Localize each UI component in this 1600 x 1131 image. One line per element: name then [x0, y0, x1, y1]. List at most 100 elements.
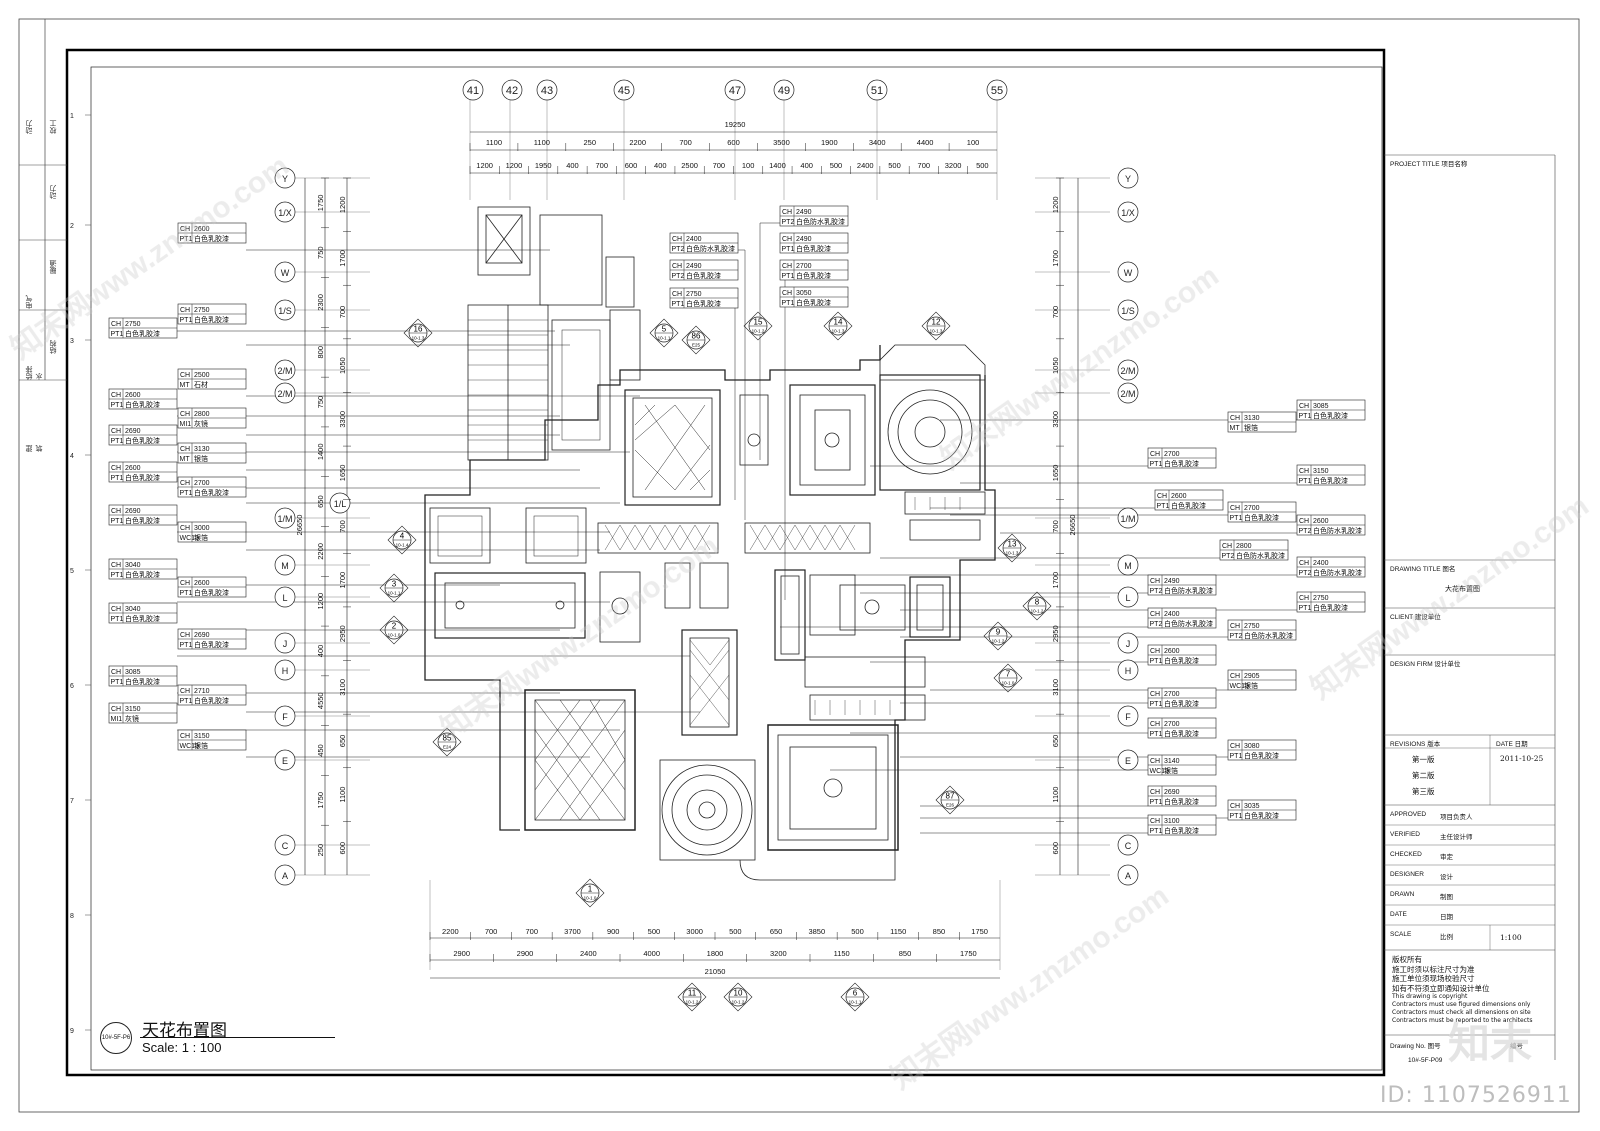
top-dim-2: 3200	[945, 161, 962, 170]
tag-ch-value: 3150	[194, 733, 210, 740]
svg-text:3: 3	[70, 338, 74, 345]
marker-ref: 10-1.0	[388, 633, 401, 638]
tag-material-desc: 白色防水乳胶漆	[1244, 631, 1293, 640]
top-dim-2: 500	[976, 161, 989, 170]
tag-ch-label: CH	[111, 562, 121, 569]
tag-material-desc: 银箔	[194, 454, 208, 463]
role-approved-cn: 项目负责人	[1440, 814, 1473, 821]
tag-ch-value: 2600	[125, 465, 141, 472]
marker-number: 6	[853, 989, 858, 998]
left-dim-2: 600	[338, 842, 347, 855]
drawing-no-label-2: 编号	[1510, 1043, 1523, 1050]
tag-material-code: MT	[180, 456, 191, 463]
project-title-label: PROJECT TITLE 项目名称	[1390, 161, 1468, 168]
tag-ch-value: 2700	[1164, 691, 1180, 698]
tag-material-desc: 白色乳胶漆	[1244, 811, 1279, 820]
section-marker: 610-1.1	[840, 982, 870, 1012]
discipline-strip: 动力 电气 给排水 建筑	[22, 110, 44, 452]
row-label: 1/S	[278, 306, 292, 316]
tag-ch-value: 2690	[125, 508, 141, 515]
tag-ch-value: 2700	[194, 480, 210, 487]
tag-material-code: PT1	[1157, 503, 1170, 510]
tag-ch-value: 3040	[125, 606, 141, 613]
tag-ch-value: 2905	[1244, 673, 1260, 680]
drawing-title-value: 大花布置图	[1445, 585, 1480, 593]
grid-bubble-top	[986, 79, 1008, 101]
tag-ch-value: 2750	[1313, 595, 1329, 602]
tag-material-code: MT	[1230, 425, 1241, 432]
grid-label: 51	[871, 85, 883, 97]
row-label: J	[1126, 639, 1131, 649]
tag-ch-label: CH	[1150, 691, 1160, 698]
svg-text:7: 7	[70, 798, 74, 805]
tag-material-code: PT1	[782, 300, 795, 307]
row-label: 1/M	[277, 514, 292, 524]
tag-ch-label: CH	[1299, 468, 1309, 475]
left-dim-1: 750	[316, 396, 325, 409]
tag-material-desc: 白色乳胶漆	[125, 677, 160, 686]
tag-ch-value: 2690	[1164, 789, 1180, 796]
left-dim-1: 1750	[316, 195, 325, 212]
row-label: 2/M	[277, 366, 292, 376]
section-marker: 110-1.0	[575, 878, 605, 908]
tag-material-code: PT2	[1150, 621, 1163, 628]
tag-material-desc: 白色乳胶漆	[1313, 603, 1348, 612]
role-date: DATE	[1390, 911, 1407, 918]
tag-material-desc: 灰镜	[125, 714, 139, 723]
bottom-dim-1: 500	[851, 927, 864, 936]
tag-material-desc: 白色防水乳胶漆	[1164, 619, 1213, 628]
row-label: 2/M	[277, 389, 292, 399]
tag-material-code: PT1	[1299, 478, 1312, 485]
tag-material-code: PT1	[1299, 413, 1312, 420]
right-dim-1: 3300	[1051, 411, 1060, 428]
left-dim-1: 250	[316, 844, 325, 857]
tag-material-code: PT2	[1299, 528, 1312, 535]
tag-ch-label: CH	[1150, 721, 1160, 728]
note-line: Contractors must be reported to the arch…	[1392, 1017, 1533, 1024]
row-label: E	[282, 756, 288, 766]
marker-ref: 10-1.2	[1031, 609, 1044, 614]
left-dim-1: 2200	[316, 543, 325, 560]
note-line: 施工单位须现场校验尺寸	[1392, 974, 1475, 983]
tag-material-code: PT1	[1150, 701, 1163, 708]
tag-material-desc: 白色乳胶漆	[194, 696, 229, 705]
tag-ch-label: CH	[180, 580, 190, 587]
drawing-no: 10#-5F-P09	[1408, 1057, 1443, 1064]
left-dim-1: 450	[316, 744, 325, 757]
tag-material-desc: 白色乳胶漆	[1313, 476, 1348, 485]
row-label: L	[282, 593, 287, 603]
tag-ch-value: 2600	[1313, 518, 1329, 525]
tag-ch-value: 2600	[1164, 648, 1180, 655]
revision-3: 第三版	[1412, 787, 1435, 796]
tag-material-desc: 白色乳胶漆	[1164, 729, 1199, 738]
tag-material-desc: 白色乳胶漆	[686, 299, 721, 308]
tag-material-code: PT1	[111, 572, 124, 579]
tag-ch-label: CH	[672, 291, 682, 298]
top-dim-1: 600	[727, 138, 740, 147]
tag-material-desc: 白色乳胶漆	[125, 473, 160, 482]
tag-material-desc: 白色防水乳胶漆	[686, 244, 735, 253]
tag-ch-label: CH	[1150, 578, 1160, 585]
marker-number: 4	[400, 532, 405, 541]
right-dim-1: 1700	[1051, 572, 1060, 589]
tag-ch-label: CH	[180, 688, 190, 695]
left-dim-2: 1700	[338, 572, 347, 589]
tag-ch-label: CH	[111, 428, 121, 435]
